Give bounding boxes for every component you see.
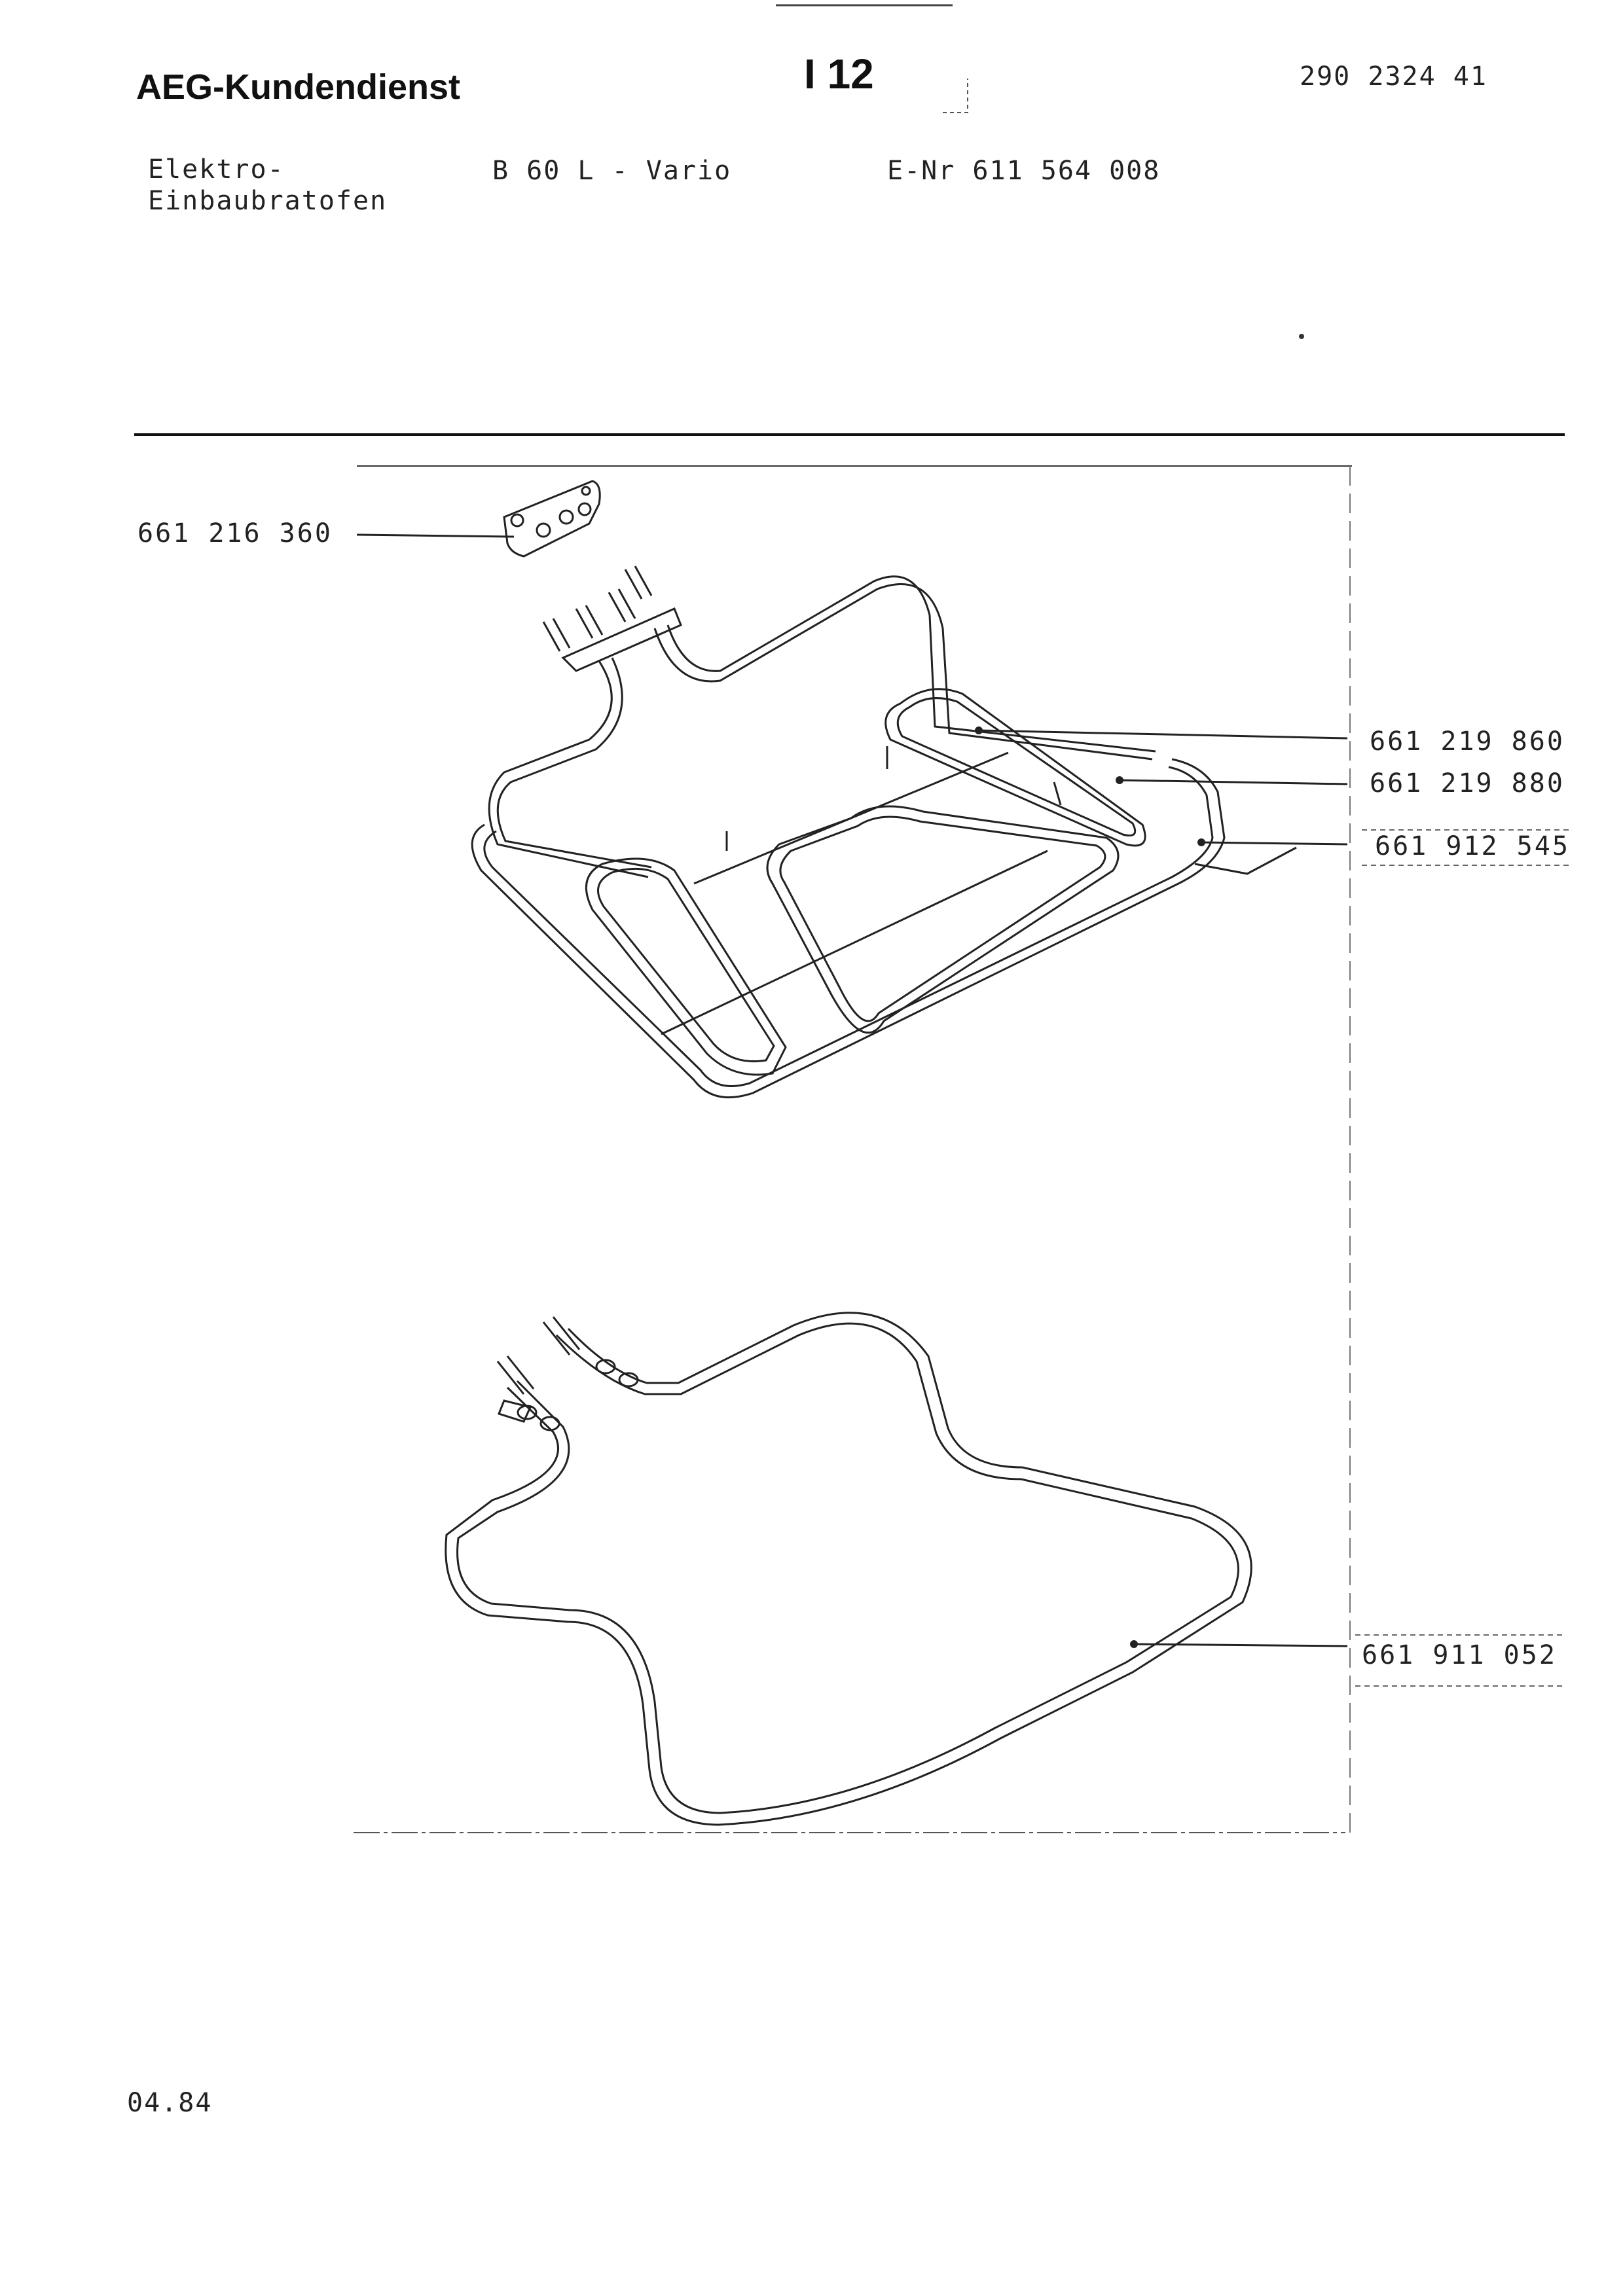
leader-bottom-heater [1133,1643,1348,1647]
part-label-heater-b: 661 219 880 [1370,768,1565,798]
leader-dot-a [975,726,983,734]
page-code: I 12 [804,50,874,98]
corner-mark [943,79,968,113]
part-label-terminal-plate: 661 216 360 [137,518,333,548]
leader-dot-b [1116,776,1123,784]
bottom-heater [445,1312,1252,1826]
brand-title: AEG-Kundendienst [136,67,460,107]
product-e-number: E-Nr 611 564 008 [887,156,1161,186]
leader-dot-bottom [1130,1640,1138,1648]
part-label-bottom-heater: 661 911 052 [1362,1640,1557,1670]
leaders-upper [978,729,1348,875]
product-category-line2: Einbaubratofen [148,186,388,216]
footer-date-code: 04.84 [127,2088,213,2118]
part-label-heater-a: 661 219 860 [1370,726,1565,757]
product-category-line1: Elektro- [148,154,285,185]
part-box-c [1362,829,1571,866]
terminal-plate [503,480,601,558]
product-model: B 60 L - Vario [492,156,732,186]
grill-heater-assembly [471,565,1226,1099]
leader-terminal-plate [356,533,515,538]
part-label-heater-c: 661 912 545 [1375,831,1570,861]
leader-dot-c [1197,838,1205,846]
scan-dot [1299,334,1304,339]
document-number: 290 2324 41 [1300,62,1487,92]
part-box-bottom [1355,1634,1565,1687]
